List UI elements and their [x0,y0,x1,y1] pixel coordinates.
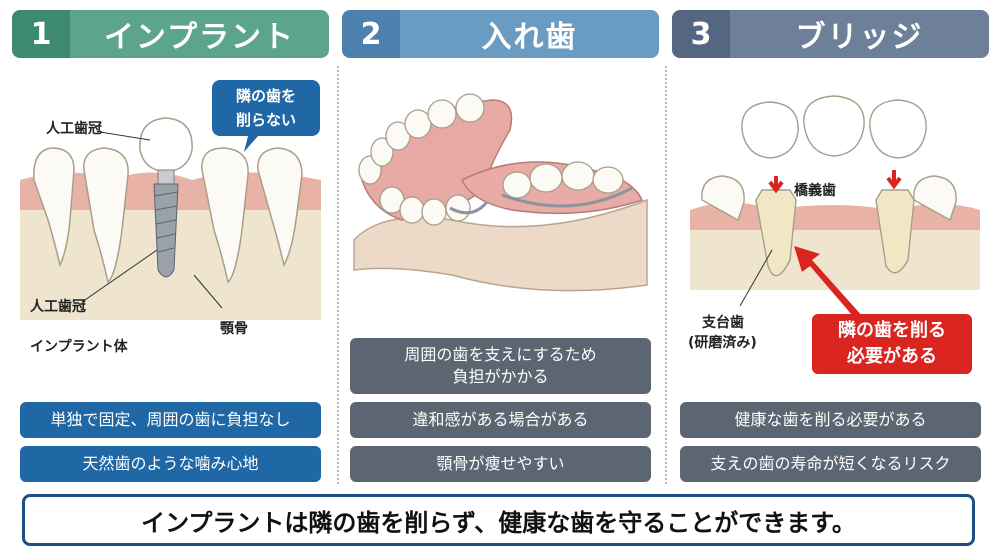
speech-bubble-line: 削らない [235,111,296,129]
pill-denture-2: 違和感がある場合がある [350,402,651,438]
pill-line: 負担がかかる [452,367,549,386]
red-arrow-icon [886,170,902,190]
label-artificial-crown-bottom: 人工歯冠 [30,299,86,315]
natural-tooth [502,161,624,199]
column-divider [665,66,667,484]
natural-tooth [33,147,303,284]
bridge-crown [741,95,927,159]
panel-number: 3 [672,10,730,58]
leader-line [739,249,773,307]
label-abutment: 支台歯 [702,315,744,331]
column-divider [337,66,339,484]
abutment [157,169,175,185]
red-arrow-icon [768,176,784,194]
pill-bridge-1: 健康な歯を削る必要がある [680,402,981,438]
panel-title: インプラント [70,10,329,58]
label-abutment-sub: (研磨済み) [688,335,757,351]
panel-number: 1 [12,10,70,58]
label-pontic: 橋義歯 [794,183,836,199]
pill-implant-1: 単独で固定、周囲の歯に負担なし [20,402,321,438]
bridge-illustration [690,95,980,320]
callout-line: 隣の歯を削る [838,320,946,341]
callout-arrow-icon [794,246,864,320]
label-artificial-crown-top: 人工歯冠 [46,121,102,137]
abutment-tooth [755,189,915,277]
callout-line: 必要がある [847,346,937,367]
clasp [501,186,633,208]
leader-line [99,131,151,141]
pill-line: 周囲の歯を支えにするため [404,345,597,364]
denture-illustration [353,93,648,292]
leader-line [193,274,223,309]
panel-title: ブリッジ [730,10,989,58]
implant-illustration [20,117,321,320]
panel-number: 2 [342,10,400,58]
panel-denture: 2 入れ歯 周囲の歯を支えにするため 負担がかかる [342,0,659,490]
pill-denture-1: 周囲の歯を支えにするため 負担がかかる [350,338,651,394]
pill-denture-3: 顎骨が痩せやすい [350,446,651,482]
label-jaw-bone: 顎骨 [220,321,248,337]
panel-bridge-header: 3 ブリッジ [672,10,989,58]
clasp [449,200,489,215]
panel-title: 入れ歯 [400,10,659,58]
warning-callout: 隣の歯を削る 必要がある [812,314,972,374]
speech-bubble-line: 隣の歯を [235,87,296,105]
panel-implant-header: 1 インプラント [12,10,329,58]
speech-bubble: 隣の歯を 削らない [212,80,320,136]
pill-bridge-2: 支えの歯の寿命が短くなるリスク [680,446,981,482]
implant-screw [153,183,179,278]
pill-implant-2: 天然歯のような噛み心地 [20,446,321,482]
panel-denture-header: 2 入れ歯 [342,10,659,58]
summary-message: インプラントは隣の歯を削らず、健康な歯を守ることができます。 [22,494,975,546]
artificial-crown [139,117,193,173]
panel-bridge: 3 ブリッジ 橋義歯 支台歯 (研磨済み) 健康な歯を削る必要がある 支えの歯の… [672,0,989,490]
denture-tooth [358,93,485,226]
label-implant-body: インプラント体 [30,339,128,355]
natural-tooth [701,175,957,222]
speech-tail [244,136,258,152]
panel-implant: 1 インプラント 隣の歯を 削らない 人工歯冠 人工歯冠 インプラン [12,0,329,490]
leader-line [81,249,158,303]
